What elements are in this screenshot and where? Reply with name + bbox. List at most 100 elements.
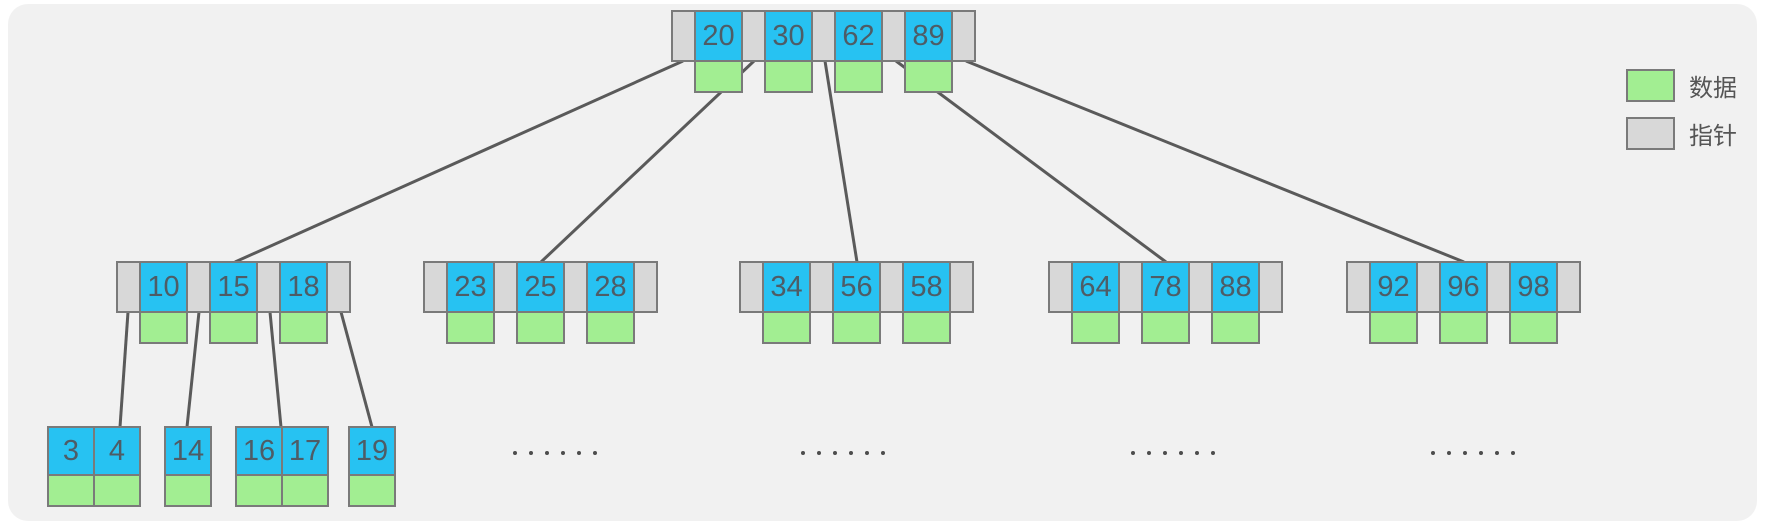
tree-edge (339, 311, 374, 428)
data-cell (832, 311, 881, 344)
tree-edge (234, 59, 684, 264)
pointer-cell (881, 10, 906, 62)
dot (1163, 451, 1167, 455)
key-cell: 15 (209, 261, 258, 313)
pointer-cell (326, 261, 351, 313)
key-cell: 25 (516, 261, 565, 313)
leaf-node-4: 19 (348, 426, 396, 507)
key-cell: 58 (902, 261, 951, 313)
dot (1179, 451, 1183, 455)
key-cell: 34 (762, 261, 811, 313)
key-cell: 92 (1369, 261, 1418, 313)
data-cell (904, 60, 953, 93)
data-cell (1141, 311, 1190, 344)
legend-item-data: 数据 (1626, 69, 1737, 102)
dot (849, 451, 853, 455)
pointer-cell (1346, 261, 1371, 313)
dot (1463, 451, 1467, 455)
pointer-cell (949, 261, 974, 313)
data-cell (762, 311, 811, 344)
legend-swatch-pointer (1626, 117, 1675, 150)
tree-edge (965, 59, 1465, 264)
dot (513, 451, 517, 455)
data-cell (139, 311, 188, 344)
data-cell (586, 311, 635, 344)
data-cell (1211, 311, 1260, 344)
pointer-cell (879, 261, 904, 313)
pointer-cell (116, 261, 141, 313)
key-cell: 4 (93, 426, 141, 476)
key-cell: 10 (139, 261, 188, 313)
pointer-cell (1118, 261, 1143, 313)
dot (865, 451, 869, 455)
key-cell: 30 (764, 10, 813, 62)
pointer-cell (811, 10, 836, 62)
dot (593, 451, 597, 455)
dot (881, 451, 885, 455)
pointer-cell (1258, 261, 1283, 313)
node-cell-row: 14 (164, 426, 212, 476)
key-cell: 88 (1211, 261, 1260, 313)
key-cell: 17 (281, 426, 329, 476)
pointer-cell (739, 261, 764, 313)
pointer-cell (633, 261, 658, 313)
dot (1131, 451, 1135, 455)
pointer-cell (493, 261, 518, 313)
pointer-cell (1416, 261, 1441, 313)
ellipsis-dots (1131, 450, 1215, 456)
dot (1447, 451, 1451, 455)
dot (1195, 451, 1199, 455)
pointer-cell (741, 10, 766, 62)
key-cell: 28 (586, 261, 635, 313)
pointer-cell (671, 10, 696, 62)
data-cell (834, 60, 883, 93)
ellipsis-dots (1431, 450, 1515, 456)
leaf-node-2: 14 (164, 426, 212, 507)
tree-edge (118, 311, 130, 428)
key-cell: 64 (1071, 261, 1120, 313)
ellipsis-dots (513, 450, 597, 456)
legend-swatch-data (1626, 69, 1675, 102)
pointer-cell (1486, 261, 1511, 313)
dot (1147, 451, 1151, 455)
key-cell: 19 (348, 426, 396, 476)
key-cell: 62 (834, 10, 883, 62)
key-cell: 18 (279, 261, 328, 313)
data-cell (235, 474, 283, 507)
dot (1495, 451, 1499, 455)
dot (1431, 451, 1435, 455)
data-cell (1369, 311, 1418, 344)
data-cell (164, 474, 212, 507)
dot (817, 451, 821, 455)
pointer-cell (1188, 261, 1213, 313)
tree-edge (185, 311, 201, 428)
data-cell (47, 474, 95, 507)
key-cell: 3 (47, 426, 95, 476)
key-cell: 20 (694, 10, 743, 62)
node-cell-row: 10 15 18 (116, 261, 351, 313)
node-cell-row: 19 (348, 426, 396, 476)
ellipsis-dots (801, 450, 885, 456)
data-cell (281, 474, 329, 507)
data-cell (348, 474, 396, 507)
dot (545, 451, 549, 455)
pointer-cell (256, 261, 281, 313)
data-cell (516, 311, 565, 344)
dot (801, 451, 805, 455)
dot (1211, 451, 1215, 455)
data-cell (1071, 311, 1120, 344)
